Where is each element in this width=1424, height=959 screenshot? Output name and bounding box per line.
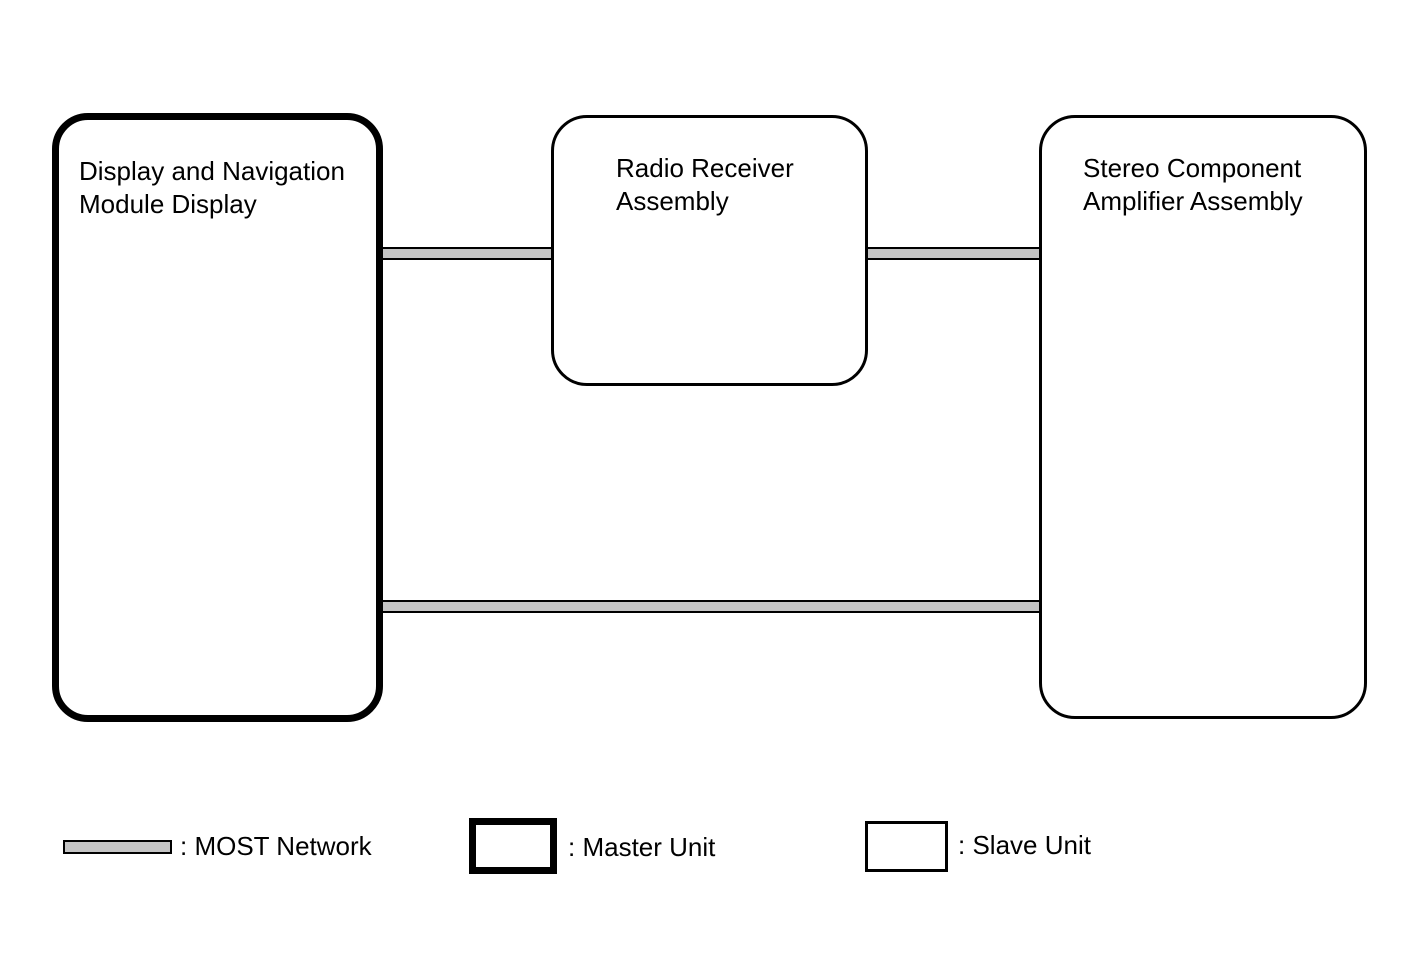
- display-navigation-module-box: Display and Navigation Module Display: [52, 113, 383, 722]
- radio-receiver-assembly-box: Radio Receiver Assembly: [551, 115, 868, 386]
- display-navigation-label-line-1: Display and Navigation: [79, 156, 345, 186]
- most-link-display-to-radio: [383, 247, 551, 260]
- stereo-amplifier-label-line-1: Stereo Component: [1083, 153, 1302, 183]
- radio-receiver-assembly-label: Radio Receiver Assembly: [616, 152, 794, 218]
- legend-most-network-swatch: [63, 840, 172, 854]
- legend-master-unit-label: : Master Unit: [568, 832, 716, 862]
- radio-receiver-label-line-2: Assembly: [616, 186, 729, 216]
- legend-slave-unit-label: : Slave Unit: [958, 830, 1091, 860]
- stereo-amplifier-assembly-label: Stereo Component Amplifier Assembly: [1083, 152, 1303, 218]
- most-link-display-to-amplifier: [383, 600, 1039, 613]
- legend-slave-unit-swatch: [865, 821, 948, 872]
- legend-master-unit-swatch: [469, 818, 557, 874]
- display-navigation-label-line-2: Module Display: [79, 189, 257, 219]
- display-navigation-module-label: Display and Navigation Module Display: [79, 155, 345, 221]
- radio-receiver-label-line-1: Radio Receiver: [616, 153, 794, 183]
- stereo-amplifier-label-line-2: Amplifier Assembly: [1083, 186, 1303, 216]
- legend-most-network-label: : MOST Network: [180, 831, 372, 861]
- stereo-amplifier-assembly-box: Stereo Component Amplifier Assembly: [1039, 115, 1367, 719]
- most-link-radio-to-amplifier: [868, 247, 1039, 260]
